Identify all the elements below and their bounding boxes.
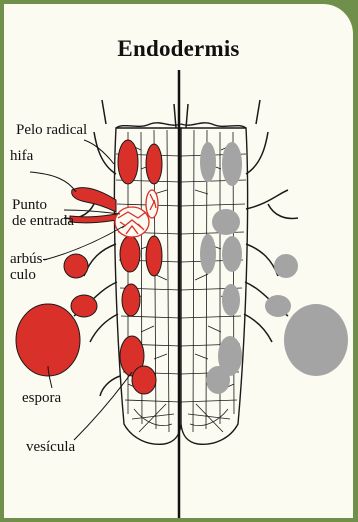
label-arbusculo-line1: arbús- [10, 252, 48, 267]
label-punto-line1: Punto [12, 198, 47, 213]
label-vesicula: vesícula [26, 440, 75, 455]
label-espora: espora [22, 391, 61, 406]
label-punto-line2: de entrada [12, 214, 74, 229]
diagram-panel: Endodermis [4, 4, 353, 518]
label-pelo-radical: Pelo radical [16, 123, 87, 138]
leader-hifa [30, 172, 76, 192]
label-hifa: hifa [10, 149, 33, 164]
label-arbusculo-line2: culo [10, 268, 36, 283]
leader-arbusculo [44, 226, 124, 260]
